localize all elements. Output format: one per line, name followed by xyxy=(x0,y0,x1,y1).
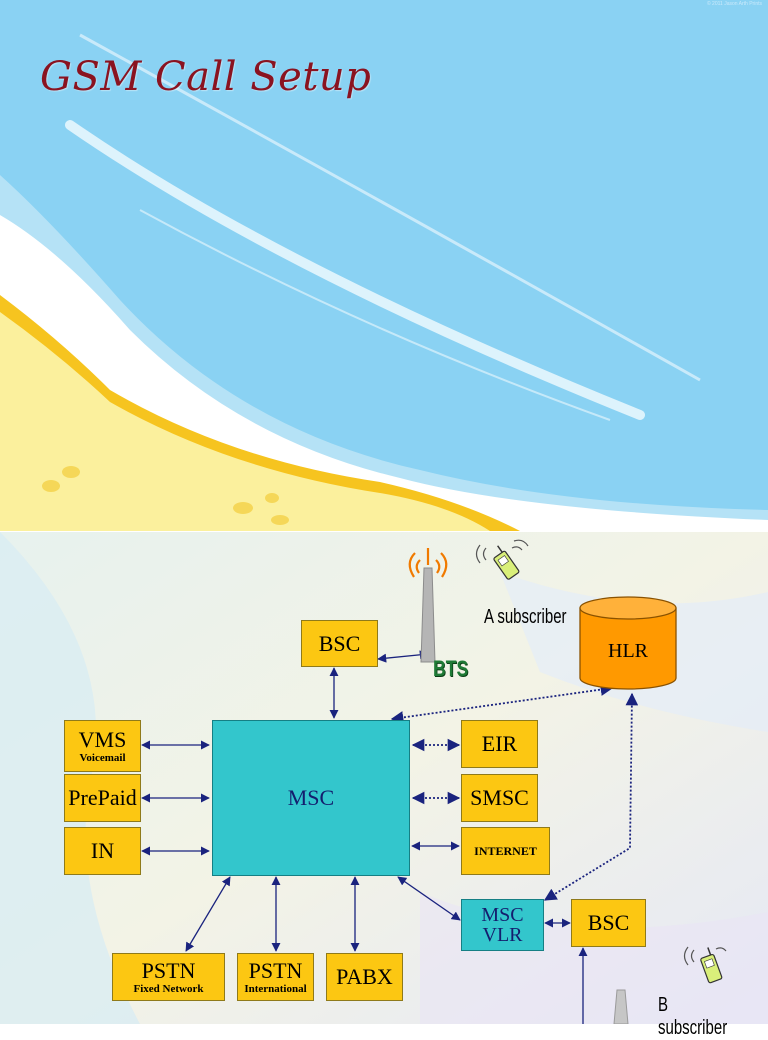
pstn-fixed-node: PSTN Fixed Network xyxy=(112,953,225,1001)
bsc-top-label: BSC xyxy=(318,630,361,656)
a-subscriber-label: A subscriber xyxy=(484,606,567,628)
vms-sublabel: Voicemail xyxy=(79,751,126,764)
hlr-label: HLR xyxy=(608,640,648,662)
bsc-right-label: BSC xyxy=(587,910,630,935)
msc-vlr-node: MSC VLR xyxy=(461,899,544,951)
msc-node: MSC xyxy=(212,720,410,876)
msc-vlr-label-2: VLR xyxy=(482,924,523,946)
b-subscriber-label: B subscriber xyxy=(658,994,728,1039)
vms-node: VMS Voicemail xyxy=(64,720,141,772)
bsc-right-node: BSC xyxy=(571,899,646,947)
title-slide: GSM Call Setup © 2011 Jason Arth Prints xyxy=(0,0,768,531)
smsc-label: SMSC xyxy=(470,785,529,810)
pstn-intl-label: PSTN xyxy=(248,957,303,983)
signal-waves-a xyxy=(475,539,529,564)
mobile-phone-icon-a xyxy=(493,545,520,580)
internet-node: INTERNET xyxy=(461,827,550,875)
bsc-top-node: BSC xyxy=(301,620,378,667)
pstn-intl-sublabel: International xyxy=(244,982,307,995)
hlr-database-icon xyxy=(579,596,677,690)
beach-background xyxy=(0,0,768,531)
eir-label: EIR xyxy=(481,731,518,756)
msc-vlr-label-1: MSC xyxy=(481,904,524,926)
pstn-intl-node: PSTN International xyxy=(237,953,314,1001)
msc-label: MSC xyxy=(287,785,335,810)
pstn-fixed-label: PSTN xyxy=(141,957,196,983)
pstn-fixed-sublabel: Fixed Network xyxy=(133,982,204,995)
signal-waves-b xyxy=(683,946,727,966)
eir-node: EIR xyxy=(461,720,538,768)
mobile-phone-icon-b xyxy=(700,947,723,984)
pabx-node: PABX xyxy=(326,953,403,1001)
in-label: IN xyxy=(90,838,115,863)
prepaid-node: PrePaid xyxy=(64,774,141,822)
in-node: IN xyxy=(64,827,141,875)
internet-label: INTERNET xyxy=(474,844,537,858)
bts-tower-icon xyxy=(408,548,448,663)
smsc-node: SMSC xyxy=(461,774,538,822)
bts-tower-icon-b xyxy=(613,989,629,1024)
prepaid-label: PrePaid xyxy=(68,785,137,810)
vms-label: VMS xyxy=(78,726,127,752)
slide-title: GSM Call Setup xyxy=(40,54,372,100)
bts-label: BTS xyxy=(433,656,469,681)
pabx-label: PABX xyxy=(336,964,393,989)
copyright-note: © 2011 Jason Arth Prints xyxy=(706,1,762,7)
